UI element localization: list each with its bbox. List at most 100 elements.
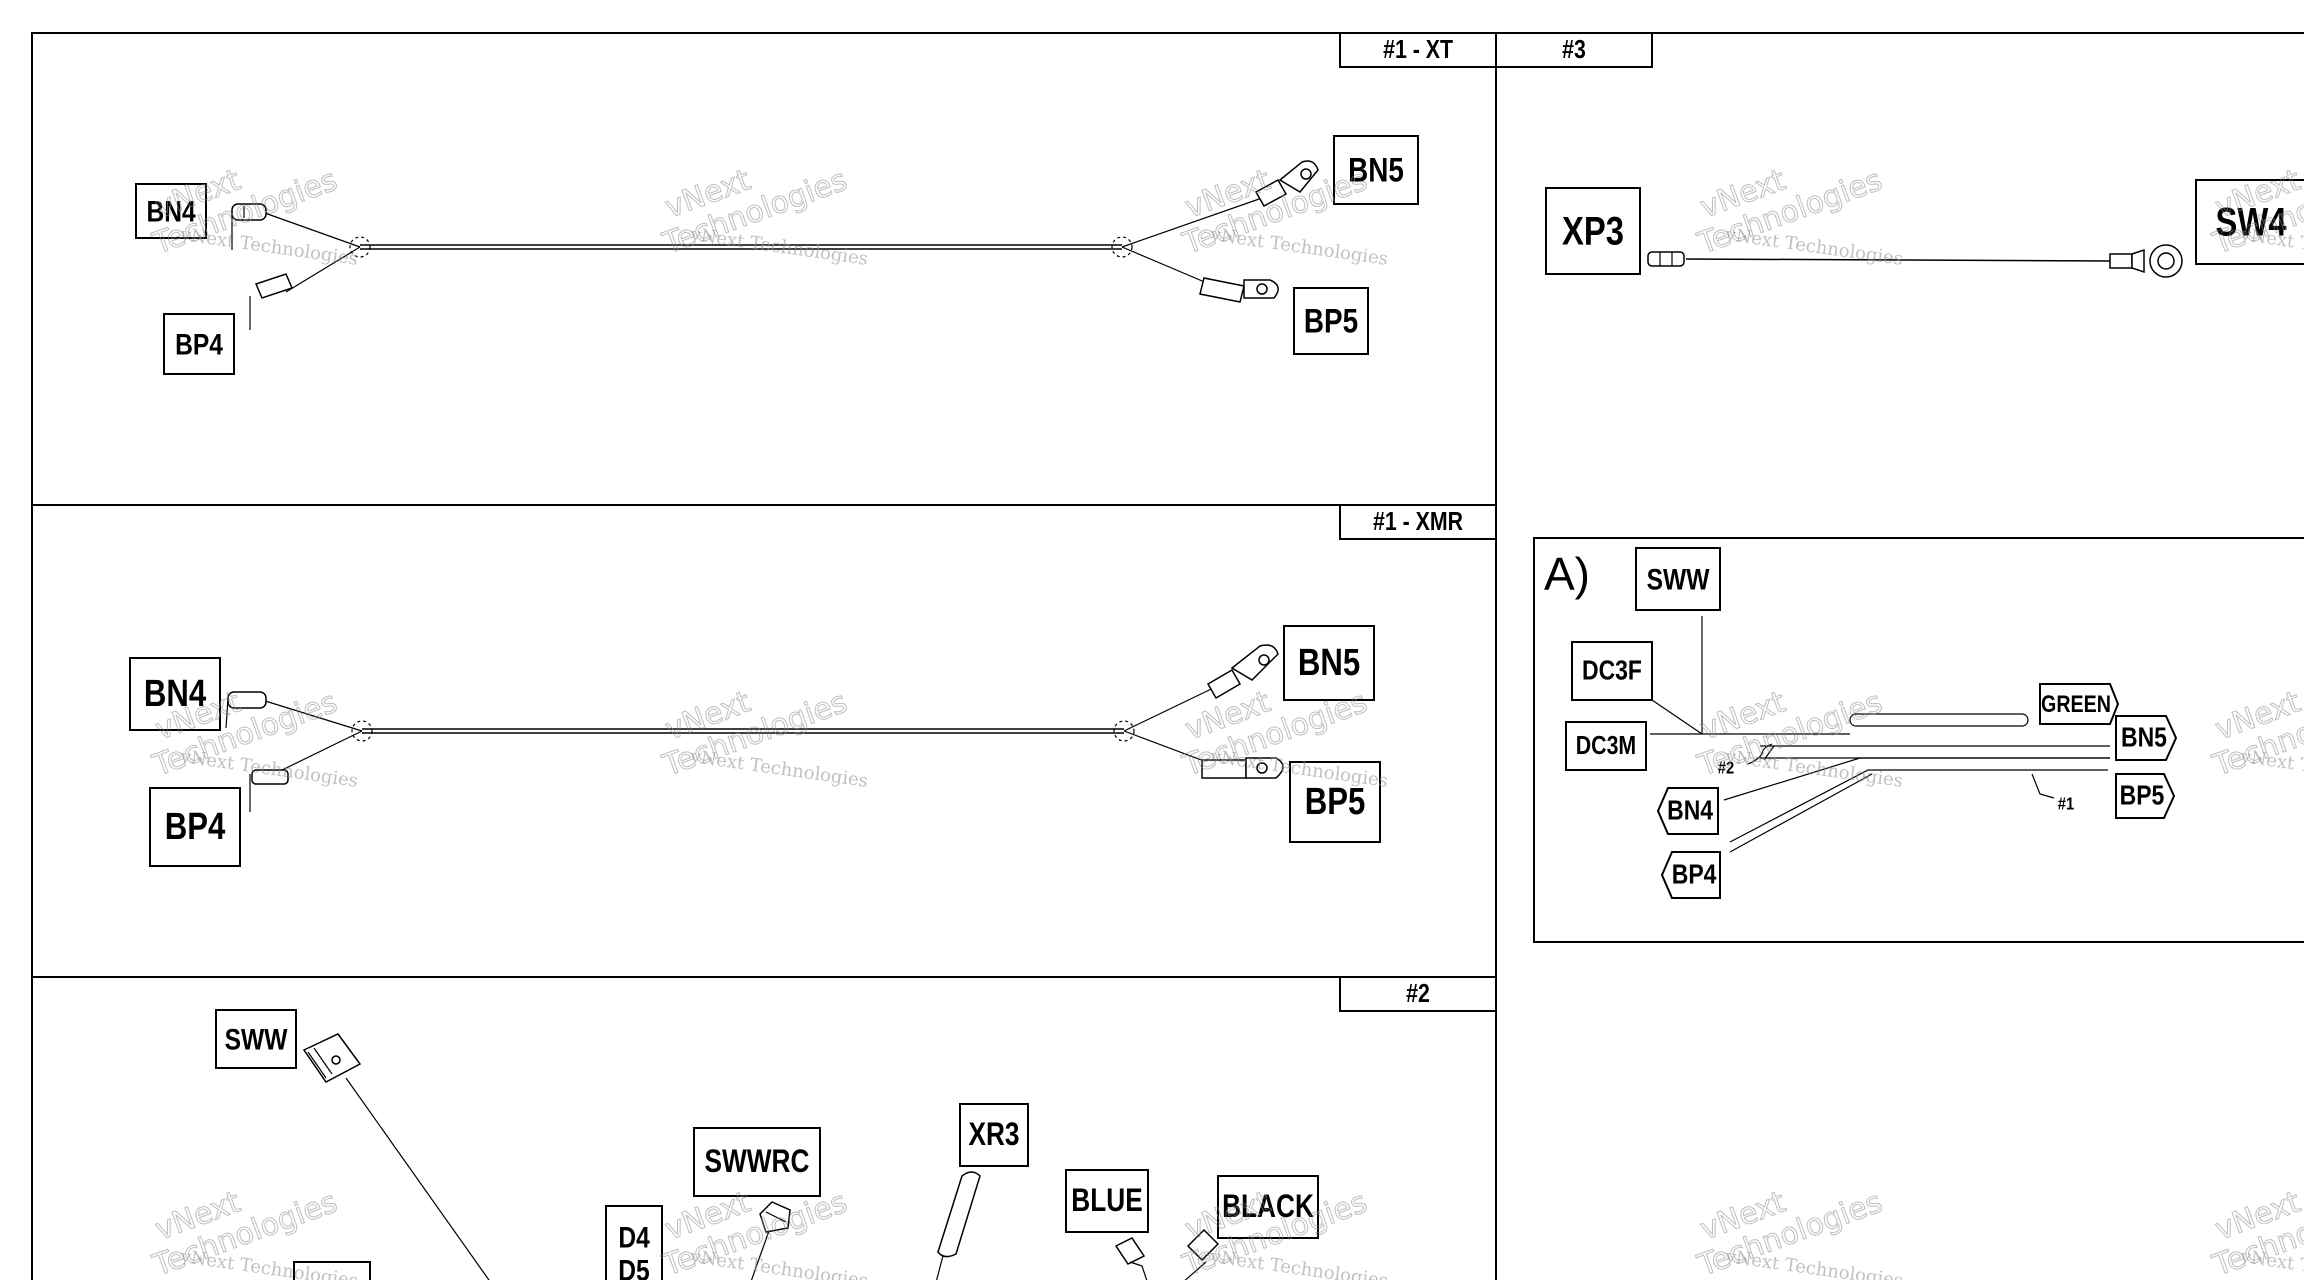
label-p2-xr3: XR3 (959, 1103, 1029, 1167)
label-xt-bn4: BN4 (135, 183, 207, 239)
svg-text:BLACK: BLACK (1222, 1190, 1314, 1225)
detail-a-ref-1: #1 (2058, 794, 2074, 814)
detail-a-flag-bp4: BP4 (1660, 851, 1721, 899)
label-xmr-bp5: BP5 (1289, 761, 1381, 843)
p2-sww-connector (302, 1033, 362, 1083)
svg-text:vNext Technologies: vNext Technologies (1208, 1246, 1389, 1280)
xmr-bp5-ring-terminal (1201, 757, 1284, 779)
label-xt-bp4: BP4 (163, 313, 235, 375)
svg-text:vNext Technologies: vNext Technologies (688, 746, 869, 792)
svg-text:D4: D4 (618, 1220, 650, 1254)
panel-tag-xmr: #1 - XMR (1339, 504, 1497, 540)
detail-a-ref-2: #2 (1718, 758, 1734, 778)
svg-text:BP4: BP4 (175, 327, 224, 361)
xt-bp4-terminal (249, 273, 294, 330)
svg-text:BN4: BN4 (146, 194, 196, 228)
detail-a-flag-bn5: BN5 (2115, 715, 2178, 761)
svg-text:vNext Technologies: vNext Technologies (1723, 746, 1904, 792)
panel-tag-3: #3 (1495, 32, 1653, 68)
svg-text:BN4: BN4 (1667, 796, 1714, 827)
xmr-bn4-terminal (225, 691, 267, 729)
label-p2-swwrc: SWWRC (693, 1127, 821, 1197)
label-p2-black: BLACK (1217, 1175, 1319, 1239)
svg-text:BN5: BN5 (1298, 642, 1360, 684)
svg-text:XR3: XR3 (968, 1118, 1019, 1153)
svg-text:#1 - XMR: #1 - XMR (1373, 507, 1463, 537)
svg-text:#1 - XT: #1 - XT (1383, 35, 1453, 65)
svg-text:vNext Technologies: vNext Technologies (1208, 224, 1389, 270)
svg-text:BN5: BN5 (1348, 151, 1404, 189)
svg-text:GREEN: GREEN (2041, 690, 2111, 717)
panel-tag-xt: #1 - XT (1339, 32, 1497, 68)
label-xmr-bn5: BN5 (1283, 625, 1375, 701)
svg-text:BLUE: BLUE (1071, 1184, 1142, 1219)
detail-a-wires (1650, 616, 2110, 853)
label-xt-bp5: BP5 (1293, 287, 1369, 355)
label-p2-d4-d5: D4 D5 (605, 1205, 663, 1280)
xmr-bp4-terminal (249, 769, 289, 812)
detail-a-frame: A) (1533, 537, 2304, 943)
detail-a-flag-bp5: BP5 (2115, 773, 2176, 819)
svg-text:vNext Technologies: vNext Technologies (688, 224, 869, 270)
svg-text:vNext Technologies: vNext Technologies (1723, 1246, 1904, 1280)
detail-a-flag-bn4: BN4 (1656, 787, 1719, 835)
svg-text:#3: #3 (1562, 35, 1586, 65)
svg-text:#2: #2 (1406, 979, 1430, 1009)
detail-a-title: A) (1544, 548, 1590, 600)
xt-bp5-ring-terminal (1199, 277, 1279, 303)
svg-text:DC3F: DC3F (1582, 656, 1642, 687)
svg-text:BP5: BP5 (2120, 781, 2165, 812)
svg-text:XP3: XP3 (1562, 209, 1624, 254)
p2-black-terminal (1186, 1228, 1220, 1262)
svg-text:vNext Technologies: vNext Technologies (178, 746, 359, 792)
panel-tag-2: #2 (1339, 976, 1497, 1012)
detail-a-label-dc3f: DC3F (1571, 641, 1653, 701)
svg-text:DC3M: DC3M (1576, 731, 1636, 761)
svg-text:BP4: BP4 (1672, 860, 1717, 891)
label-p2-blue: BLUE (1065, 1169, 1149, 1233)
label-p2-partial (293, 1261, 371, 1280)
xmr-bn5-ring-terminal (1206, 644, 1279, 700)
svg-text:SWW: SWW (1647, 562, 1710, 596)
label-xmr-bn4: BN4 (129, 657, 221, 731)
svg-text:BP5: BP5 (1304, 302, 1358, 340)
svg-text:BP4: BP4 (165, 806, 226, 848)
svg-text:vNext Technologies: vNext Technologies (1723, 224, 1904, 270)
svg-text:SWW: SWW (225, 1022, 288, 1056)
detail-a-label-dc3m: DC3M (1565, 721, 1647, 771)
xt-bn5-ring-terminal (1254, 160, 1319, 208)
panel-xt-harness (261, 197, 1263, 293)
svg-text:SWWRC: SWWRC (705, 1145, 810, 1180)
svg-text:BP5: BP5 (1305, 781, 1366, 823)
label-xmr-bp4: BP4 (149, 787, 241, 867)
label-p3-sw4: SW4 (2195, 179, 2304, 265)
detail-a-label-sww: SWW (1635, 547, 1721, 611)
svg-text:vNext Technologies: vNext Technologies (688, 1246, 869, 1280)
svg-text:BN4: BN4 (144, 673, 207, 715)
svg-text:SW4: SW4 (2216, 200, 2288, 245)
p2-swwrc-connector (759, 1201, 791, 1233)
panel-xmr-harness (261, 679, 1231, 773)
panel-3-cable (1647, 244, 2183, 278)
label-xt-bn5: BN5 (1333, 135, 1419, 205)
p2-blue-terminal (1114, 1237, 1146, 1267)
svg-text:BN5: BN5 (2121, 723, 2167, 754)
detail-a-flag-green: GREEN (2039, 683, 2120, 725)
label-p3-xp3: XP3 (1545, 187, 1641, 275)
panel-frames (31, 32, 2304, 1280)
svg-text:vNext Technologies: vNext Technologies (178, 224, 359, 270)
p2-xr3-sleeve (937, 1171, 981, 1258)
label-p2-sww: SWW (215, 1009, 297, 1069)
